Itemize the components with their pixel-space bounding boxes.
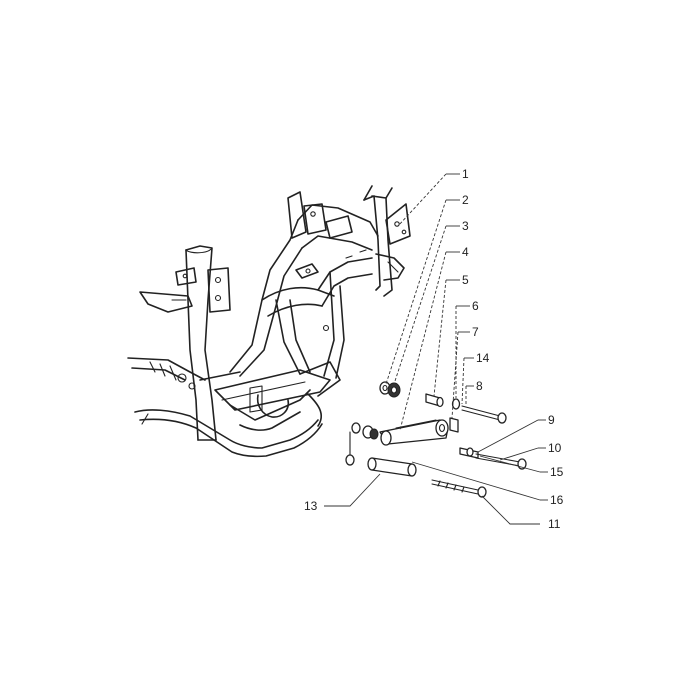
callout-13: 13: [304, 499, 318, 513]
callout-15: 15: [550, 465, 564, 479]
part-7-sleeve: [449, 417, 459, 433]
callout-8: 8: [476, 379, 483, 393]
callout-9: 9: [548, 413, 555, 427]
callout-2: 2: [462, 193, 469, 207]
callout-16: 16: [550, 493, 564, 507]
part-11-screw: [431, 479, 487, 498]
callout-4: 4: [462, 245, 469, 259]
part-4-swing-arm: [379, 419, 449, 446]
part-5-spacer: [425, 393, 444, 408]
part-8-bolt: [461, 405, 507, 424]
callout-5: 5: [462, 273, 469, 287]
part-9-rod-end: [459, 447, 479, 459]
callout-numbers: 1 2 3 4 5 6 7 14 8 9 10 15 16 13 11: [304, 167, 564, 531]
part-3-bush: [387, 382, 401, 398]
callout-10: 10: [548, 441, 562, 455]
callout-11: 11: [548, 517, 561, 531]
exploded-parts: [345, 381, 527, 498]
callout-3: 3: [462, 219, 469, 233]
scooter-frame: [127, 185, 411, 458]
callout-6: 6: [472, 299, 479, 313]
callout-14: 14: [476, 351, 490, 365]
callout-7: 7: [472, 325, 479, 339]
leader-lines: [324, 173, 548, 525]
part-13-sleeve: [367, 457, 417, 477]
callout-1: 1: [462, 167, 469, 181]
pivot-nuts: [345, 422, 379, 466]
part-6-washer: [451, 398, 461, 410]
